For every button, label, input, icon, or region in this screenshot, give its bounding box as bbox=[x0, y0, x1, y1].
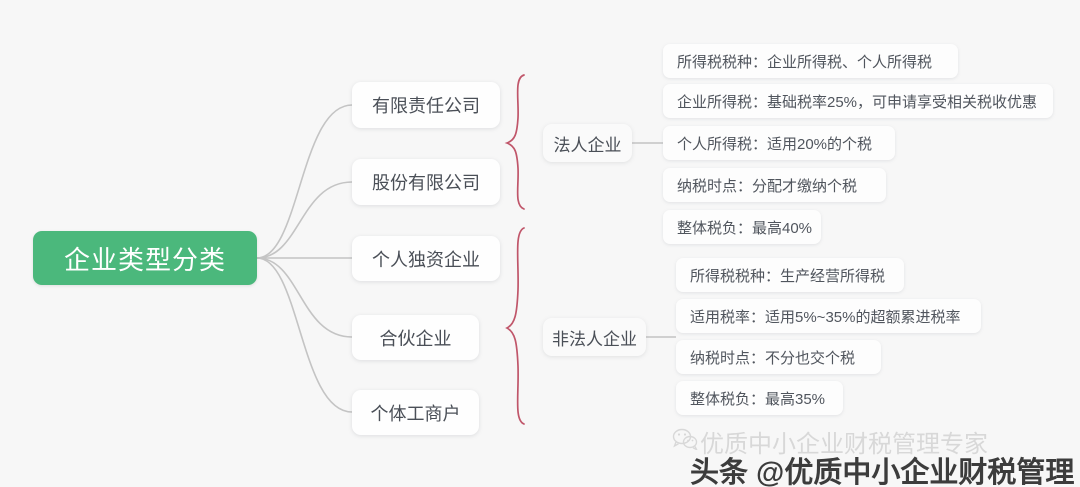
root-node[interactable]: 企业类型分类 bbox=[33, 231, 257, 285]
detail-card-text: 适用税率：适用5%~35%的超额累进税率 bbox=[690, 308, 961, 326]
watermark-toutiao: 头条 @优质中小企业财税管理 bbox=[690, 457, 1075, 487]
branch-node-joint-stock[interactable]: 股份有限公司 bbox=[352, 159, 500, 205]
branch-node-label: 股份有限公司 bbox=[372, 173, 480, 193]
detail-card-text: 所得税税种：生产经营所得税 bbox=[690, 267, 886, 285]
detail-card-text: 所得税税种：企业所得税、个人所得税 bbox=[677, 53, 933, 71]
branch-node-label: 有限责任公司 bbox=[372, 96, 480, 116]
detail-card-text: 纳税时点：分配才缴纳个税 bbox=[677, 177, 858, 195]
detail-card[interactable]: 企业所得税：基础税率25%，可申请享受相关税收优惠 bbox=[663, 84, 1053, 118]
detail-card-text: 整体税负：最高40% bbox=[677, 219, 813, 237]
branch-node-label: 合伙企业 bbox=[379, 328, 452, 349]
detail-card-text: 整体税负：最高35% bbox=[690, 390, 826, 408]
wire-root-to-branch-1 bbox=[256, 104, 353, 259]
detail-card[interactable]: 整体税负：最高35% bbox=[676, 381, 843, 415]
detail-card[interactable]: 所得税税种：生产经营所得税 bbox=[676, 258, 904, 292]
detail-card[interactable]: 个人所得税：适用20%的个税 bbox=[663, 126, 895, 160]
detail-card[interactable]: 纳税时点：不分也交个税 bbox=[676, 340, 881, 374]
branch-node-sole-proprietorship[interactable]: 个人独资企业 bbox=[352, 236, 500, 281]
branch-node-label: 个体工商户 bbox=[370, 403, 461, 424]
watermark-faint: 优质中小企业财税管理专家 bbox=[700, 431, 988, 458]
detail-card-text: 纳税时点：不分也交个税 bbox=[690, 349, 856, 367]
branch-node-limited-liability[interactable]: 有限责任公司 bbox=[352, 82, 500, 128]
detail-card[interactable]: 纳税时点：分配才缴纳个税 bbox=[663, 168, 886, 202]
detail-card[interactable]: 整体税负：最高40% bbox=[663, 210, 821, 244]
branch-node-label: 个人独资企业 bbox=[372, 249, 480, 270]
wire-root-to-branch-2 bbox=[256, 181, 353, 259]
category-node-label: 法人企业 bbox=[553, 135, 622, 155]
category-node-legal-person[interactable]: 法人企业 bbox=[543, 124, 632, 162]
category-node-label: 非法人企业 bbox=[552, 329, 637, 349]
wire-root-to-branch-4 bbox=[256, 257, 353, 338]
brace-non-legal-person bbox=[505, 227, 525, 425]
wechat-icon bbox=[672, 428, 698, 450]
branch-node-individual-business[interactable]: 个体工商户 bbox=[352, 390, 479, 435]
detail-card-text: 个人所得税：适用20%的个税 bbox=[677, 135, 873, 153]
branch-node-partnership[interactable]: 合伙企业 bbox=[352, 315, 479, 360]
brace-legal-person bbox=[504, 74, 525, 210]
detail-card-text: 企业所得税：基础税率25%，可申请享受相关税收优惠 bbox=[677, 93, 1038, 111]
category-node-non-legal-person[interactable]: 非法人企业 bbox=[543, 318, 646, 356]
detail-card[interactable]: 所得税税种：企业所得税、个人所得税 bbox=[663, 44, 958, 78]
root-node-label: 企业类型分类 bbox=[63, 244, 226, 275]
detail-card[interactable]: 适用税率：适用5%~35%的超额累进税率 bbox=[676, 299, 981, 333]
wire-root-to-branch-5 bbox=[256, 257, 353, 413]
